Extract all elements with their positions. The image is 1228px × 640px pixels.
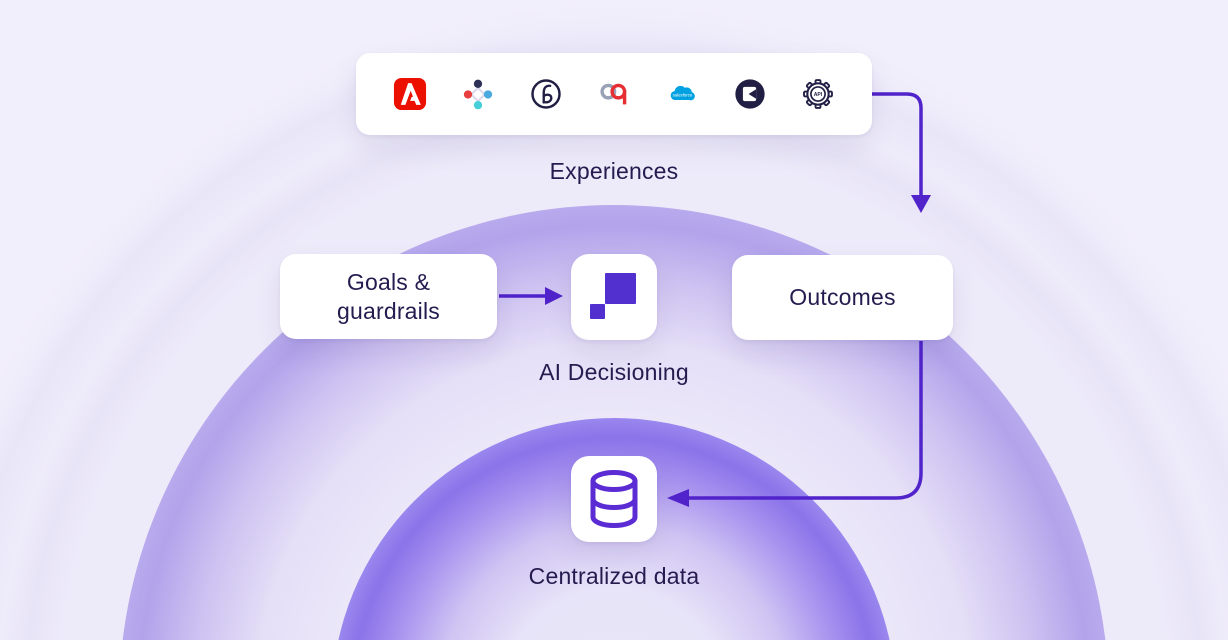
ai-decisioning-card <box>571 254 657 340</box>
arrow-experiences-to-outcomes <box>872 92 931 213</box>
arrow-goals-to-ai <box>499 287 563 305</box>
api-gear-icon: API <box>803 79 833 109</box>
goals-label-line1: Goals & <box>346 268 431 295</box>
iterable-logo <box>463 79 493 110</box>
experiences-card: salesforce API <box>356 53 872 135</box>
database-icon <box>590 470 638 528</box>
arrow-outcomes-to-data <box>667 341 923 507</box>
api-label: API <box>814 92 823 98</box>
ai-decisioning-label: AI Decisioning <box>539 359 689 385</box>
centralized-data-card <box>571 456 657 542</box>
adobe-logo <box>393 77 427 111</box>
goals-label-line2: guardrails <box>337 297 440 324</box>
outcomes-label: Outcomes <box>789 284 896 310</box>
goals-guardrails-card: Goals & guardrails <box>280 254 497 339</box>
salesforce-logo: salesforce <box>670 85 695 101</box>
outcomes-card: Outcomes <box>732 255 953 340</box>
red-oq-logo <box>600 83 627 105</box>
experiences-label: Experiences <box>549 158 679 184</box>
b-circle-logo <box>531 79 561 109</box>
centralized-data-label: Centralized data <box>528 563 700 589</box>
salesforce-wordmark: salesforce <box>673 93 693 98</box>
ai-decisioning-icon <box>590 273 636 319</box>
flag-circle-logo <box>735 79 765 109</box>
